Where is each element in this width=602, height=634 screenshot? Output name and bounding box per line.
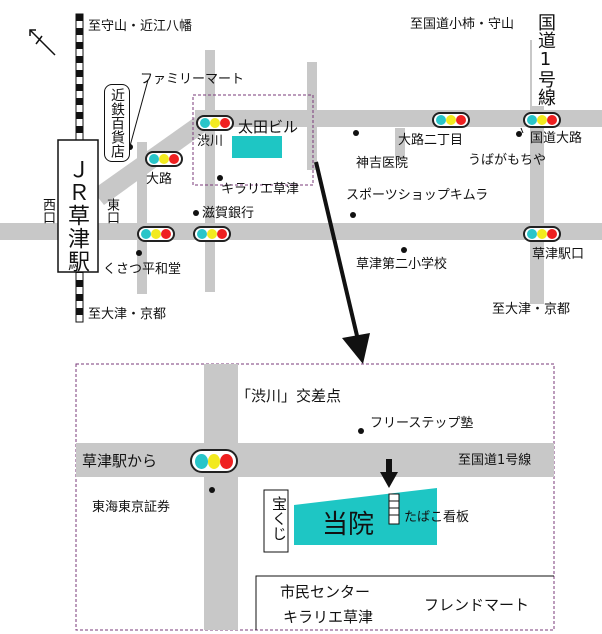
signal-shibukawa-detail — [190, 449, 238, 473]
roads-detail — [76, 364, 554, 630]
label-west-exit: 西口 — [40, 198, 55, 224]
label-shiga-bank: 滋賀銀行 — [202, 206, 255, 221]
label-civic-center-2: キラリエ草津 — [283, 608, 374, 626]
label-station: ＪＲ草津駅 — [64, 158, 89, 273]
small-down-arrow-icon — [380, 459, 398, 488]
label-east-exit: 東口 — [104, 198, 119, 224]
signal-station-exit — [523, 226, 561, 242]
label-kirarie: キラリエ草津 — [221, 182, 300, 197]
dot-kanki-hospital — [353, 130, 359, 136]
road-vertical-1 — [137, 142, 147, 294]
label-kokudo-oji: 国道大路 — [530, 131, 583, 146]
dot-heiwado — [136, 250, 142, 256]
signal-kokudo-oji — [523, 112, 561, 128]
ota-building-marker — [232, 136, 282, 158]
dot-free-step — [358, 428, 364, 434]
label-takarakuji: 宝くじ — [270, 496, 288, 541]
dot-ubaga — [516, 131, 522, 137]
label-ota-building: 太田ビル — [238, 118, 299, 136]
label-to-route1: 至国道小柿・守山 — [410, 17, 515, 32]
label-route1: 国道1号線 — [532, 13, 558, 106]
label-station-exit: 草津駅口 — [532, 247, 585, 262]
label-oji: 大路 — [146, 172, 173, 187]
detail-frame — [75, 363, 555, 631]
label-tobacco-sign: たばこ看板 — [404, 510, 470, 525]
civic-center-outline — [255, 575, 554, 630]
label-shibukawa: 渋川 — [197, 134, 224, 149]
takarakuji-box — [263, 489, 289, 553]
label-rail-south: 至大津・京都 — [88, 307, 167, 322]
dot-familymart — [127, 144, 133, 150]
detail-road-vertical — [204, 364, 238, 630]
dot-shiga-bank — [193, 210, 199, 216]
detail-road-horizontal — [76, 443, 554, 477]
label-clinic: 当院 — [322, 510, 375, 540]
road-vertical-4 — [395, 128, 405, 160]
label-from-station: 草津駅から — [82, 452, 158, 470]
label-civic-center-1: 市民センター — [280, 583, 371, 601]
label-heiwado: くさつ平和堂 — [103, 262, 182, 277]
label-sports-shop: スポーツショップキムラ — [346, 188, 489, 203]
signal-main-middle — [193, 226, 231, 242]
highlight-frame — [192, 94, 314, 186]
signal-shibukawa — [196, 115, 234, 131]
clinic-building — [294, 488, 437, 545]
signal-oji-2chome — [432, 112, 470, 128]
label-familymart: ファミリーマート — [140, 72, 245, 87]
label-oji-2chome: 大路二丁目 — [398, 133, 464, 148]
north-arrow-icon — [29, 29, 56, 56]
label-department-store: 近鉄百貨店 — [104, 84, 130, 162]
label-free-step: フリーステップ塾 — [370, 416, 474, 431]
label-kanki-hospital: 神吉医院 — [356, 156, 409, 171]
label-school: 草津第二小学校 — [356, 257, 448, 272]
label-ubaga: うばがもちや — [468, 153, 547, 168]
tobacco-sign-icon — [388, 493, 400, 525]
dot-tokai-tokyo — [209, 487, 215, 493]
label-rail-north: 至守山・近江八幡 — [88, 19, 193, 34]
label-intersection: 「渋川」交差点 — [236, 387, 342, 405]
road-east-upper — [195, 110, 602, 127]
label-tokai-tokyo: 東海東京証券 — [92, 500, 171, 515]
road-vertical-3 — [307, 62, 317, 170]
signal-main-west — [137, 226, 175, 242]
dot-kirarie — [217, 175, 223, 181]
dot-school — [401, 247, 407, 253]
down-arrow-icon — [314, 161, 370, 364]
label-to-route1-detail: 至国道1号線 — [458, 453, 532, 468]
station-box — [57, 139, 99, 273]
dot-sports-shop — [350, 212, 356, 218]
road-vertical-2 — [205, 50, 215, 292]
signal-oji — [145, 151, 183, 167]
label-friend-mart: フレンドマート — [424, 596, 530, 614]
label-route1-south: 至大津・京都 — [492, 302, 571, 317]
